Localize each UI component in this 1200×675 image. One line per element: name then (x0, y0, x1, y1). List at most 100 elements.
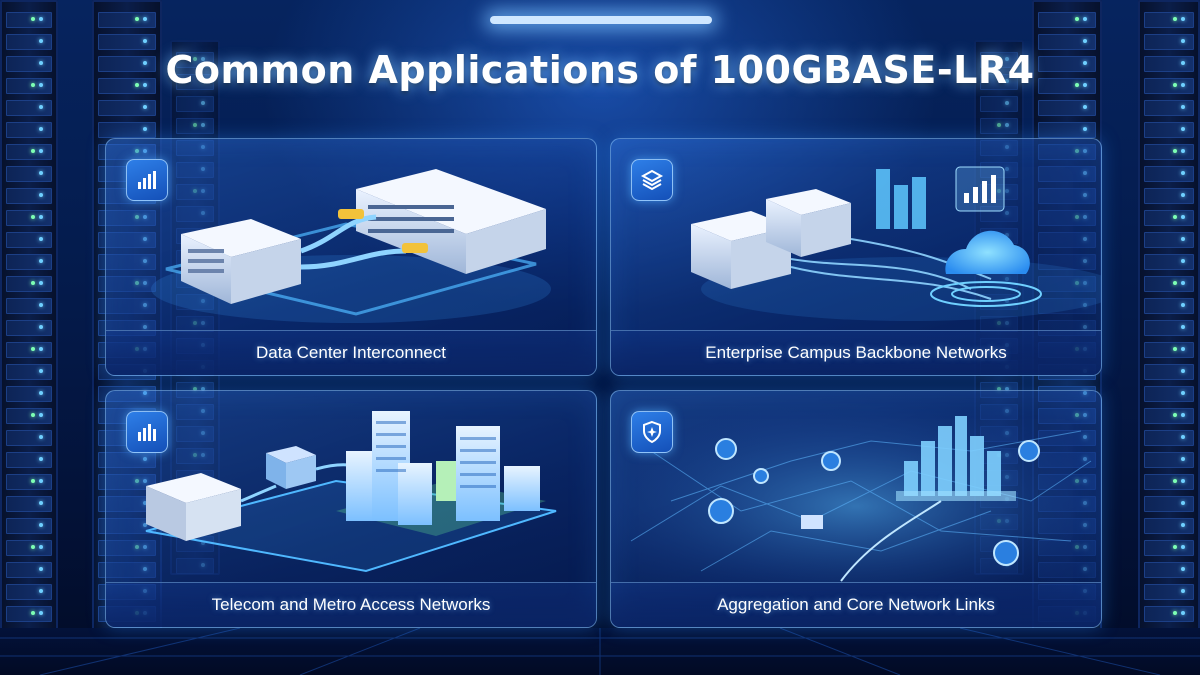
status-led (193, 387, 197, 391)
status-led (1181, 479, 1185, 483)
status-led (201, 101, 205, 105)
status-led (1083, 61, 1087, 65)
card-data-center-interconnect[interactable]: Data Center Interconnect (105, 138, 597, 376)
bar-chart-icon (126, 411, 168, 453)
status-led (1181, 435, 1185, 439)
rack-unit (980, 74, 1018, 90)
status-led (39, 105, 43, 109)
rack-unit (1038, 34, 1096, 50)
rack-unit (6, 210, 52, 226)
status-led (39, 479, 43, 483)
status-led (31, 545, 35, 549)
status-led (39, 39, 43, 43)
rack-unit (1144, 562, 1194, 578)
rack-unit (6, 276, 52, 292)
status-led (39, 259, 43, 263)
status-led (201, 387, 205, 391)
rack-unit (6, 122, 52, 138)
status-led (39, 17, 43, 21)
card-label-bar: Enterprise Campus Backbone Networks (611, 330, 1101, 375)
status-led (1181, 391, 1185, 395)
rack-unit (6, 78, 52, 94)
status-led (31, 149, 35, 153)
rack-unit (980, 96, 1018, 112)
status-led (1083, 39, 1087, 43)
status-led (31, 215, 35, 219)
status-led (39, 149, 43, 153)
status-led (31, 83, 35, 87)
status-led (1181, 259, 1185, 263)
status-led (39, 61, 43, 65)
card-telecom-metro-access[interactable]: Telecom and Metro Access Networks (105, 390, 597, 628)
status-led (1181, 413, 1185, 417)
server-rack-right-outer (1138, 0, 1200, 635)
rack-unit (1144, 166, 1194, 182)
status-led (1181, 61, 1185, 65)
rack-unit (1144, 452, 1194, 468)
rack-unit (1144, 496, 1194, 512)
status-led (39, 347, 43, 351)
layers-icon (631, 159, 673, 201)
status-led (39, 171, 43, 175)
rack-unit (1144, 144, 1194, 160)
rack-unit (98, 100, 156, 116)
rack-unit (1144, 298, 1194, 314)
rack-unit (6, 386, 52, 402)
card-label-bar: Aggregation and Core Network Links (611, 582, 1101, 627)
rack-unit (6, 518, 52, 534)
rack-unit (980, 52, 1018, 68)
status-led (1173, 17, 1177, 21)
status-led (1181, 215, 1185, 219)
rack-unit (6, 298, 52, 314)
rack-unit (6, 56, 52, 72)
floor-grid (0, 628, 1200, 675)
status-led (193, 57, 197, 61)
rack-unit (1144, 78, 1194, 94)
status-led (193, 123, 197, 127)
status-led (1181, 17, 1185, 21)
status-led (39, 215, 43, 219)
rack-unit (6, 474, 52, 490)
status-led (135, 83, 139, 87)
status-led (1181, 39, 1185, 43)
status-led (39, 545, 43, 549)
status-led (39, 501, 43, 505)
status-led (1075, 83, 1079, 87)
status-led (39, 589, 43, 593)
status-led (1083, 83, 1087, 87)
rack-unit (1144, 276, 1194, 292)
rack-unit (1144, 320, 1194, 336)
status-led (39, 567, 43, 571)
rack-unit (1144, 122, 1194, 138)
rack-unit (176, 74, 214, 90)
card-label: Enterprise Campus Backbone Networks (705, 343, 1007, 362)
status-led (1173, 545, 1177, 549)
rack-unit (980, 118, 1018, 134)
status-led (1181, 523, 1185, 527)
status-led (201, 123, 205, 127)
card-aggregation-core-links[interactable]: Aggregation and Core Network Links (610, 390, 1102, 628)
rack-unit (1144, 606, 1194, 622)
rack-unit (1144, 12, 1194, 28)
card-enterprise-campus-backbone[interactable]: Enterprise Campus Backbone Networks (610, 138, 1102, 376)
status-led (39, 523, 43, 527)
status-led (1181, 457, 1185, 461)
status-led (1173, 281, 1177, 285)
status-led (1181, 611, 1185, 615)
rack-unit (1038, 56, 1096, 72)
enterprise-campus-illustration (691, 166, 1101, 321)
rack-unit (6, 540, 52, 556)
status-led (1075, 17, 1079, 21)
status-led (31, 611, 35, 615)
bar-chart-icon (126, 159, 168, 201)
rack-unit (1144, 518, 1194, 534)
rack-unit (1038, 78, 1096, 94)
status-led (1173, 611, 1177, 615)
rack-unit (6, 584, 52, 600)
status-led (143, 105, 147, 109)
status-led (201, 57, 205, 61)
server-rack-left-outer (0, 0, 58, 635)
rack-unit (6, 342, 52, 358)
status-led (31, 413, 35, 417)
rack-unit (1144, 254, 1194, 270)
